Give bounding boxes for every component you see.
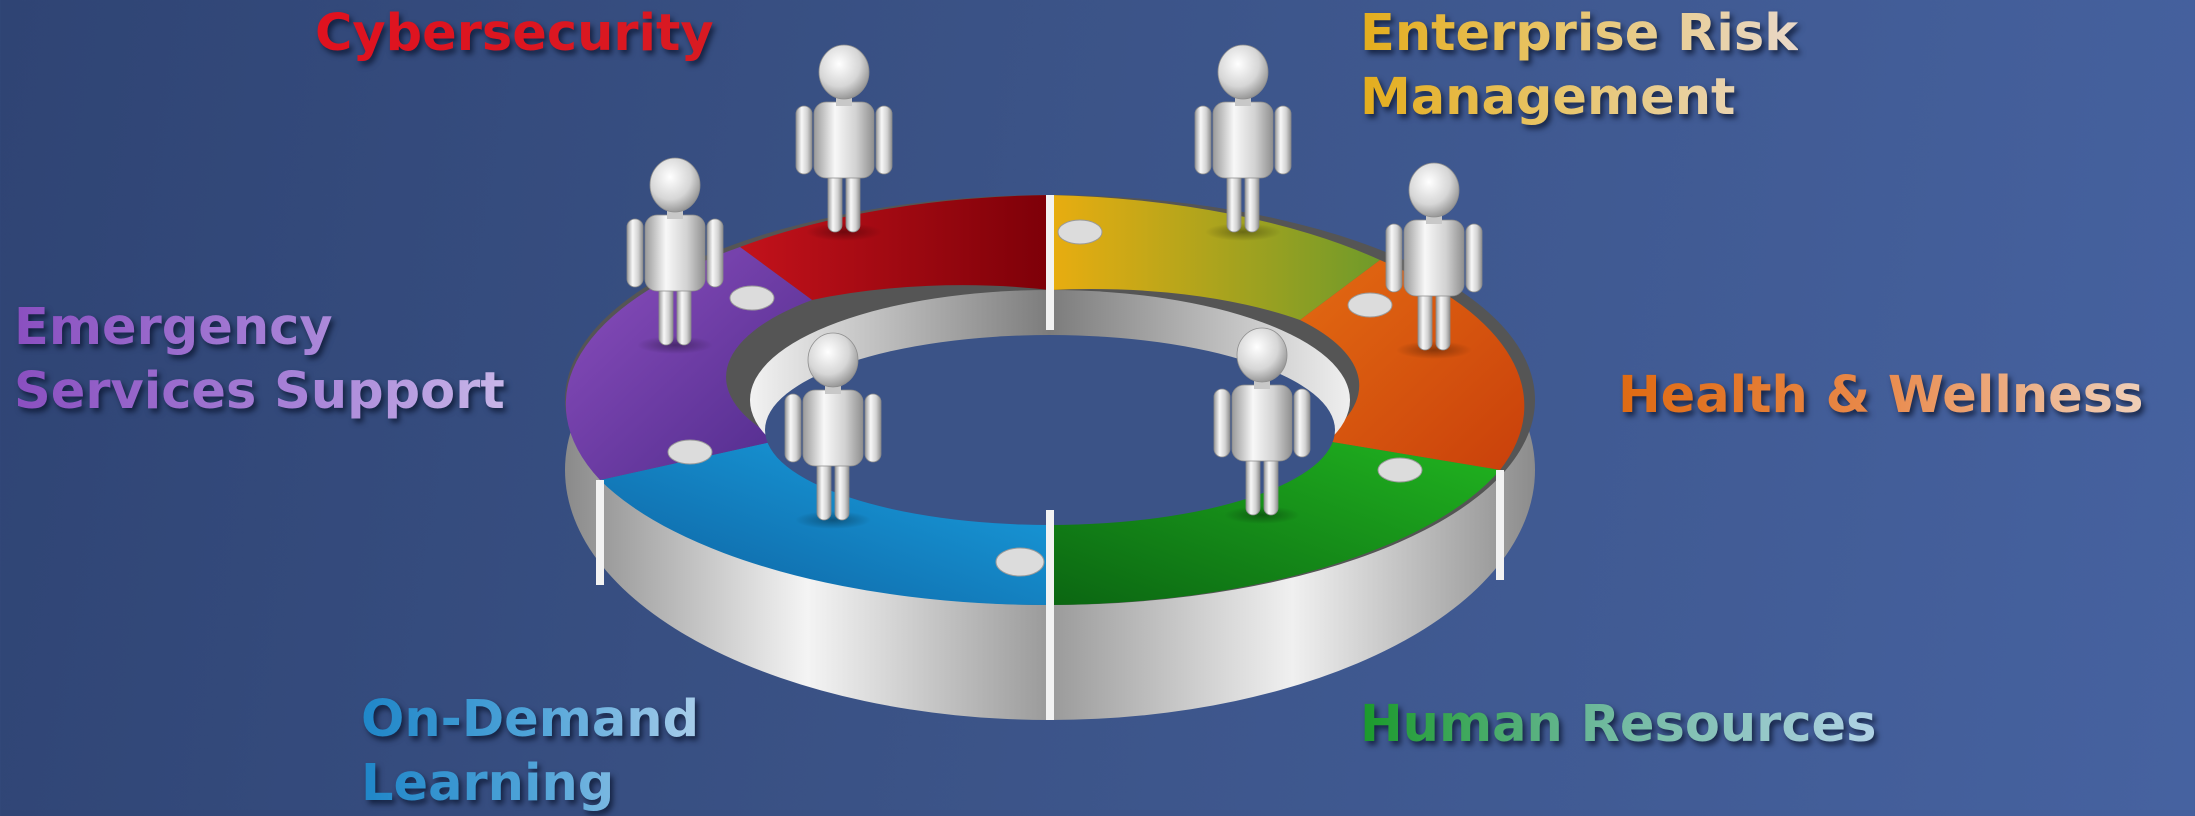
label-line: Health & Wellness [1618, 366, 2144, 425]
label-enterprise-risk-management: Enterprise Risk Management [1360, 2, 1798, 130]
label-line: Human Resources [1360, 695, 1877, 754]
label-human-resources: Human Resources [1360, 693, 1877, 757]
label-line: Learning [361, 754, 615, 813]
label-line: Management [1360, 68, 1736, 127]
label-line: On-Demand [361, 690, 700, 749]
label-cybersecurity: Cybersecurity [315, 2, 714, 66]
label-line: Services Support [14, 362, 505, 421]
label-emergency-services-support: Emergency Services Support [14, 296, 505, 424]
label-health-wellness: Health & Wellness [1618, 364, 2143, 428]
label-on-demand-learning: On-Demand Learning [361, 688, 699, 816]
label-line: Enterprise Risk [1360, 4, 1799, 63]
label-line: Emergency [14, 298, 333, 357]
label-line: Cybersecurity [315, 4, 714, 63]
